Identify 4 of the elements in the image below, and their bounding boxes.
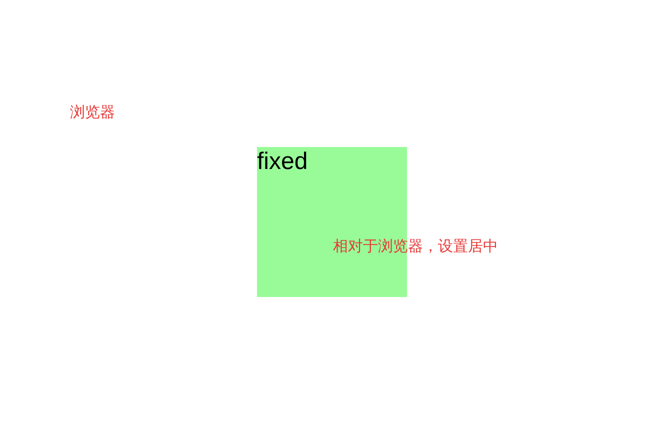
- box-title: fixed: [257, 147, 308, 177]
- positioned-box: [257, 147, 407, 297]
- annotation-text: 浏览器: [70, 103, 115, 121]
- annotation-text: 相对于浏览器，设置居中: [333, 237, 498, 255]
